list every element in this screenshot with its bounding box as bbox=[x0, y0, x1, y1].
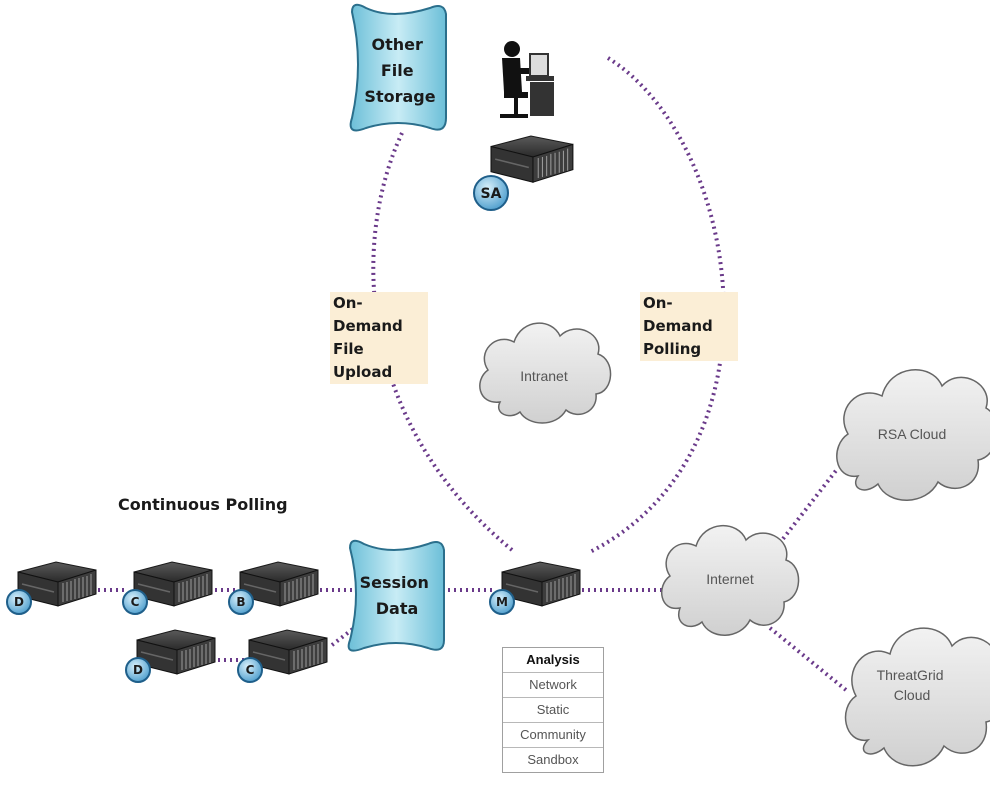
analysis-header: Analysis bbox=[503, 648, 603, 673]
c-badge-top: C bbox=[131, 595, 140, 609]
c-server-top: C bbox=[122, 561, 213, 615]
on-demand-polling-label: On-Demand Polling bbox=[640, 292, 738, 361]
internet-label: Internet bbox=[706, 571, 754, 587]
threatgrid-label-line2: Cloud bbox=[894, 687, 931, 703]
c-server-bottom: C bbox=[237, 629, 328, 683]
sa-badge-label: SA bbox=[481, 186, 502, 202]
intranet-cloud: Intranet bbox=[479, 322, 612, 424]
d-server-top: D bbox=[6, 561, 97, 615]
session-label-line1: Session bbox=[360, 573, 429, 592]
svg-text:Other File Storage: Other File Storage bbox=[364, 35, 435, 106]
session-data-storage: Session Data bbox=[347, 539, 445, 652]
session-label-line2: Data bbox=[376, 599, 419, 618]
rsa-cloud: RSA Cloud bbox=[836, 369, 990, 501]
on-demand-polling-line1: On-Demand bbox=[643, 294, 713, 335]
threatgrid-cloud: ThreatGrid Cloud bbox=[844, 627, 990, 767]
on-demand-upload-label: On-Demand File Upload bbox=[330, 292, 428, 384]
d-badge-bottom: D bbox=[133, 663, 143, 677]
on-demand-upload-line2: File Upload bbox=[333, 340, 393, 381]
b-server: B bbox=[228, 561, 319, 615]
b-badge: B bbox=[236, 595, 245, 609]
other-file-storage: Other File Storage bbox=[349, 3, 447, 132]
threatgrid-label-line1: ThreatGrid bbox=[877, 667, 944, 683]
analysis-item-network: Network bbox=[503, 673, 603, 698]
sa-server: SA bbox=[473, 135, 574, 211]
m-server: M bbox=[489, 561, 581, 615]
on-demand-upload-line1: On-Demand bbox=[333, 294, 403, 335]
link-internet-rsa bbox=[770, 466, 840, 555]
internet-cloud: Internet bbox=[660, 525, 800, 636]
svg-text:Session Data: Session Data bbox=[360, 573, 435, 618]
rsa-cloud-label: RSA Cloud bbox=[878, 426, 946, 442]
analysis-item-community: Community bbox=[503, 723, 603, 748]
link-internet-threatgrid bbox=[768, 626, 848, 692]
on-demand-polling-line2: Polling bbox=[643, 340, 702, 358]
intranet-label: Intranet bbox=[520, 368, 568, 384]
svg-text:ThreatGrid Cloud: ThreatGrid Cloud bbox=[877, 667, 948, 703]
storage-label-line1: Other bbox=[372, 35, 423, 54]
storage-label-line3: Storage bbox=[364, 87, 435, 106]
c-badge-bottom: C bbox=[246, 663, 255, 677]
m-badge-label: M bbox=[496, 595, 508, 609]
continuous-polling-label: Continuous Polling bbox=[118, 495, 288, 514]
analysis-item-static: Static bbox=[503, 698, 603, 723]
user-workstation-icon bbox=[500, 41, 554, 118]
d-badge-top: D bbox=[14, 595, 24, 609]
analysis-item-sandbox: Sandbox bbox=[527, 752, 579, 767]
analysis-table: Analysis Network Static Community Sandbo… bbox=[502, 647, 604, 773]
d-server-bottom: D bbox=[125, 629, 216, 683]
storage-label-line2: File bbox=[381, 61, 414, 80]
